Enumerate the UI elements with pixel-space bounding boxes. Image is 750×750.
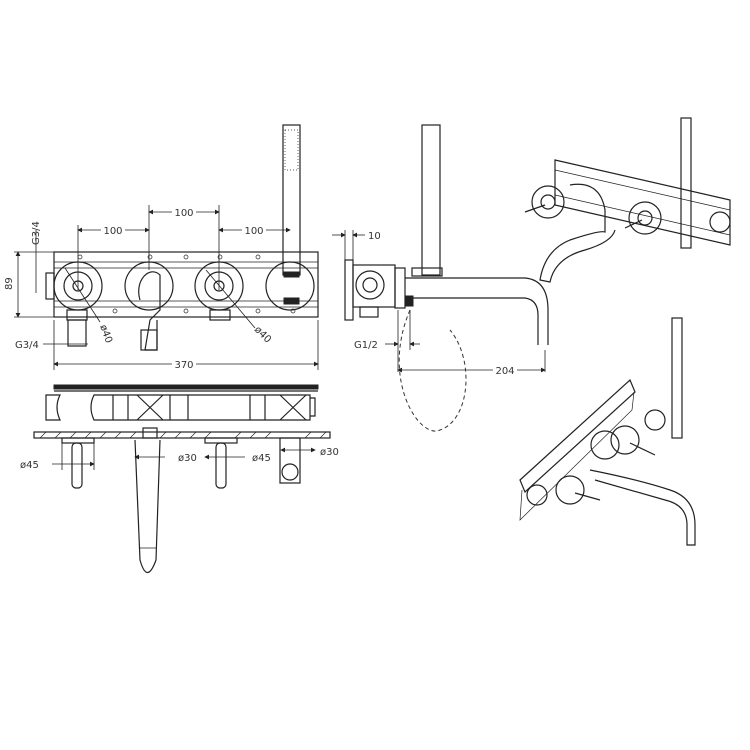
- dim-depth: 10: [368, 231, 381, 242]
- dim-height: 89: [4, 277, 15, 290]
- dim-spacing-2: 100: [174, 208, 193, 219]
- dim-outlet: G1/2: [354, 340, 378, 351]
- dim-handle-left: ø40: [97, 323, 114, 344]
- dim-rosette-left: ø45: [20, 460, 39, 471]
- dim-spacing-3: 100: [244, 226, 263, 237]
- dim-inlet-bottom: G3/4: [15, 340, 39, 351]
- spout-front: [124, 261, 174, 351]
- wall-section: [33, 431, 331, 439]
- isometric-view-bottom: [519, 317, 696, 546]
- dim-inlet-top: G3/4: [31, 221, 42, 245]
- dim-spout-base: ø30: [178, 453, 197, 464]
- dim-spacing-1: 100: [103, 226, 122, 237]
- mounting-holes: [77, 254, 296, 314]
- shower-holder-front: [265, 124, 315, 311]
- dim-rosette-right: ø45: [252, 453, 271, 464]
- top-view: ø45 ø30 ø45 ø30: [20, 384, 339, 574]
- shower-head-nozzles: [284, 129, 299, 171]
- isometric-view-top: [524, 117, 731, 283]
- side-view: 10 G1/2 204: [332, 124, 549, 432]
- dim-total-width: 370: [174, 360, 193, 371]
- dim-holder-base: ø30: [320, 447, 339, 458]
- dim-spout-length: 204: [495, 366, 514, 377]
- front-view: 100 100 100 89 G3/4 G3/4 ø40 ø40 370: [4, 124, 319, 371]
